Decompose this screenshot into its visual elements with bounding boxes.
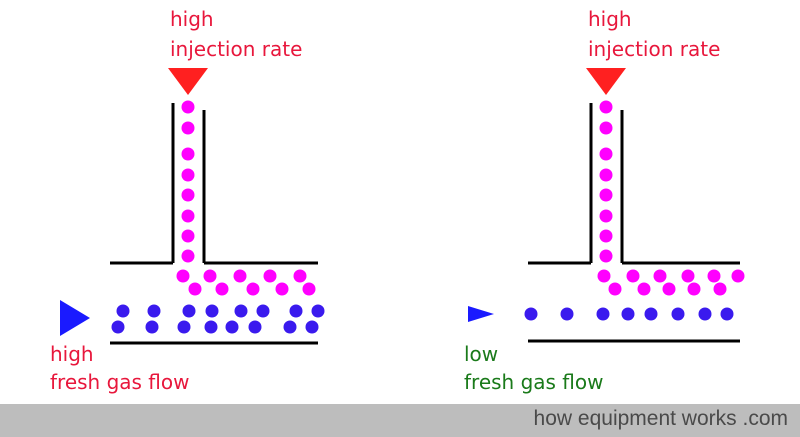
agent-particle [181,168,195,182]
fresh-gas-particle [621,307,635,321]
left-injection-arrow [168,68,208,95]
agent-particle [653,269,667,283]
fresh-gas-particle [596,307,610,321]
agent-particle [599,147,613,161]
left-gas-dots [111,304,325,334]
agent-particle [599,100,613,114]
fresh-gas-particle [289,304,303,318]
right-flow-arrow [468,306,494,322]
fresh-gas-particle [116,304,130,318]
fresh-gas-particle [311,304,325,318]
fresh-gas-particle [305,320,319,334]
fresh-gas-particle [145,320,159,334]
right-agent-dots [597,100,745,296]
agent-particle [662,282,676,296]
fresh-gas-particle [205,304,219,318]
agent-particle [626,269,640,283]
right-gas-dots [524,307,734,321]
fresh-gas-particle [111,320,125,334]
fresh-gas-particle [560,307,574,321]
agent-particle [599,188,613,202]
agent-particle [181,188,195,202]
left-flow-label-line1: high [50,342,94,366]
agent-particle [275,282,289,296]
agent-particle [707,269,721,283]
right-injection-arrow [586,68,626,95]
right-injection-label-line1: high [588,7,632,31]
left-agent-dots [176,100,316,296]
agent-particle [713,282,727,296]
agent-particle [181,229,195,243]
footer-text[interactable]: how equipment works .com [533,407,788,430]
agent-particle [599,209,613,223]
fresh-gas-particle [177,320,191,334]
fresh-gas-particle [524,307,538,321]
fresh-gas-particle [698,307,712,321]
agent-particle [608,282,622,296]
left-injection-label-line2: injection rate [170,37,303,61]
footer-bar: how equipment works .com [0,404,800,437]
fresh-gas-particle [182,304,196,318]
left-flow-arrow [60,300,90,336]
agent-particle [637,282,651,296]
fresh-gas-particle [671,307,685,321]
agent-particle [302,282,316,296]
agent-particle [687,282,701,296]
agent-particle [293,269,307,283]
agent-particle [599,249,613,263]
agent-particle [599,121,613,135]
left-panel [60,68,325,345]
agent-particle [181,147,195,161]
right-flow-label-line1: low [464,342,499,366]
fresh-gas-particle [644,307,658,321]
agent-particle [599,168,613,182]
agent-particle [246,282,260,296]
agent-particle [263,269,277,283]
fresh-gas-particle [720,307,734,321]
agent-particle [203,269,217,283]
fresh-gas-particle [256,304,270,318]
fresh-gas-particle [204,320,218,334]
agent-particle [188,282,202,296]
agent-particle [597,269,611,283]
agent-particle [681,269,695,283]
right-flow-label-line2: fresh gas flow [464,370,604,394]
fresh-gas-particle [147,304,161,318]
agent-particle [181,100,195,114]
fresh-gas-particle [283,320,297,334]
agent-particle [181,121,195,135]
right-panel [468,68,745,343]
fresh-gas-particle [234,304,248,318]
agent-particle [215,282,229,296]
agent-particle [181,209,195,223]
agent-particle [233,269,247,283]
fresh-gas-particle [225,320,239,334]
agent-particle [181,249,195,263]
agent-particle [176,269,190,283]
left-flow-label-line2: fresh gas flow [50,370,190,394]
diagram-canvas [60,68,745,345]
agent-particle [731,269,745,283]
fresh-gas-particle [248,320,262,334]
left-injection-label-line1: high [170,7,214,31]
right-injection-label-line2: injection rate [588,37,721,61]
agent-particle [599,229,613,243]
